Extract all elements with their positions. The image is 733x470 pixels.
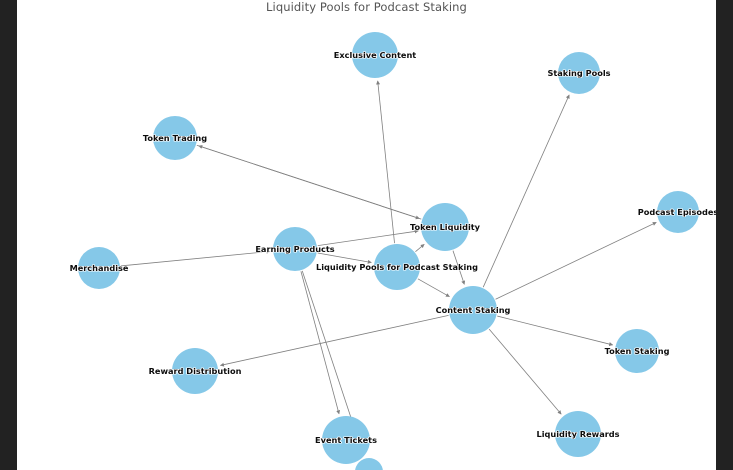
graph-node-label: Token Trading <box>142 133 208 143</box>
graph-node[interactable] <box>352 32 398 78</box>
graph-node-label: Podcast Episodes <box>637 207 716 217</box>
graph-node-label: Event Tickets <box>315 435 377 445</box>
graph-node[interactable] <box>558 52 600 94</box>
graph-node-label: Reward Distribution <box>148 366 242 376</box>
graph-node[interactable] <box>355 458 383 470</box>
graph-node[interactable] <box>153 116 197 160</box>
right-letterbox-band <box>716 0 733 470</box>
graph-node-label: Token Liquidity <box>409 222 481 232</box>
graph-node-label: Liquidity Pools for Podcast Staking <box>316 262 478 272</box>
page-title: Liquidity Pools for Podcast Staking <box>266 0 467 14</box>
graph-node[interactable] <box>657 191 699 233</box>
graph-node-label: Exclusive Content <box>333 50 417 60</box>
graph-edge <box>120 249 271 267</box>
graph-node-label: Liquidity Rewards <box>536 429 620 439</box>
left-letterbox-band <box>0 0 17 470</box>
graph-edge <box>415 243 425 252</box>
graph-node-label: Earning Products <box>255 244 335 254</box>
graph-node-label: Merchandise <box>69 263 129 273</box>
graph-node[interactable] <box>78 247 120 289</box>
graph-node-label: Staking Pools <box>547 68 611 78</box>
graph-edge <box>495 221 657 300</box>
graph-edge <box>300 271 341 415</box>
graph-canvas[interactable]: Liquidity Pools for Podcast Staking Excl… <box>17 0 716 470</box>
graph-node[interactable] <box>449 286 497 334</box>
graph-node[interactable] <box>273 227 317 271</box>
graph-edge <box>488 328 562 415</box>
graph-edge <box>376 80 395 244</box>
graph-edge <box>198 145 422 220</box>
graph-node[interactable] <box>421 203 469 251</box>
graph-node[interactable] <box>172 348 218 394</box>
graph-node[interactable] <box>615 329 659 373</box>
graph-node[interactable] <box>374 244 420 290</box>
graph-edge <box>417 278 450 298</box>
graph-node[interactable] <box>322 416 370 464</box>
graph-edge <box>220 314 449 367</box>
graph-edge <box>497 315 614 347</box>
graph-edge <box>482 94 570 288</box>
graph-edge <box>196 144 420 220</box>
graph-node-label: Token Staking <box>604 346 670 356</box>
graph-node[interactable] <box>555 411 601 457</box>
graph-node-label: Content Staking <box>435 305 511 315</box>
